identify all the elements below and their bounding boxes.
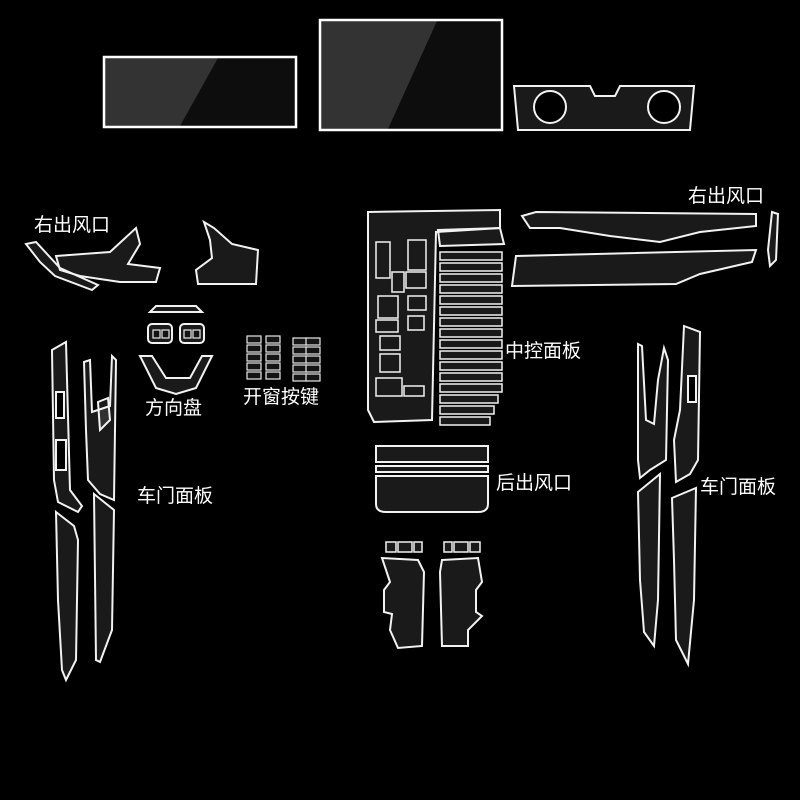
window-button-film: [265, 371, 281, 380]
label-right-vent-right: 右出风口: [688, 185, 764, 207]
window-button-film: [246, 335, 262, 344]
label-door-panel-right: 车门面板: [700, 476, 776, 498]
steering-wheel-films: [138, 305, 214, 396]
window-button-films: [246, 335, 321, 382]
window-button-film: [292, 355, 308, 364]
armrest-films: [380, 541, 484, 650]
center-console-film: [367, 208, 506, 426]
window-button-film: [305, 355, 321, 364]
window-button-film: [265, 353, 281, 362]
window-button-film: [246, 353, 262, 362]
console-strip-film: [439, 262, 503, 272]
console-strip-film: [439, 251, 503, 261]
right-side-vent-film-left-group: [194, 219, 260, 285]
console-strip-film: [439, 350, 503, 360]
window-button-film: [265, 344, 281, 353]
window-button-film: [292, 373, 308, 382]
console-strip-film: [439, 273, 503, 283]
console-strip-film: [439, 383, 503, 393]
label-window-buttons: 开窗按键: [243, 386, 319, 408]
console-strip-film: [439, 372, 503, 382]
console-strip-film: [439, 328, 503, 338]
console-strip-film: [439, 284, 503, 294]
right-door-panel-film: [636, 324, 702, 668]
console-strip-film: [439, 361, 503, 371]
rear-air-vent-film: [375, 445, 489, 513]
window-button-film: [305, 364, 321, 373]
window-button-film: [265, 362, 281, 371]
console-strip-film: [439, 339, 503, 349]
window-button-film: [305, 337, 321, 346]
console-strip-film: [439, 317, 503, 327]
label-door-panel-left: 车门面板: [137, 485, 213, 507]
window-button-film: [305, 373, 321, 382]
window-button-film: [265, 335, 281, 344]
label-steering-wheel: 方向盘: [145, 397, 202, 419]
window-button-film: [246, 371, 262, 380]
label-right-vent-left: 右出风口: [34, 214, 110, 236]
console-strip-film: [439, 405, 495, 415]
right-air-vent-film: [510, 210, 780, 288]
navigation-screen-film: [318, 18, 504, 132]
console-strip-film: [439, 416, 491, 426]
climate-control-panel-film: [512, 85, 696, 131]
left-air-vent-film: [24, 226, 162, 292]
console-strip-film: [439, 306, 503, 316]
left-door-panel-film: [50, 340, 118, 683]
console-strip-film: [439, 394, 499, 404]
label-rear-vent: 后出风口: [496, 472, 572, 494]
window-button-film: [246, 362, 262, 371]
window-button-film: [292, 346, 308, 355]
window-button-film: [292, 364, 308, 373]
console-strip-film: [439, 295, 503, 305]
window-button-film: [292, 337, 308, 346]
instrument-cluster-screen-film: [102, 55, 298, 129]
window-button-film: [305, 346, 321, 355]
label-center-console: 中控面板: [505, 340, 581, 362]
window-button-film: [246, 344, 262, 353]
